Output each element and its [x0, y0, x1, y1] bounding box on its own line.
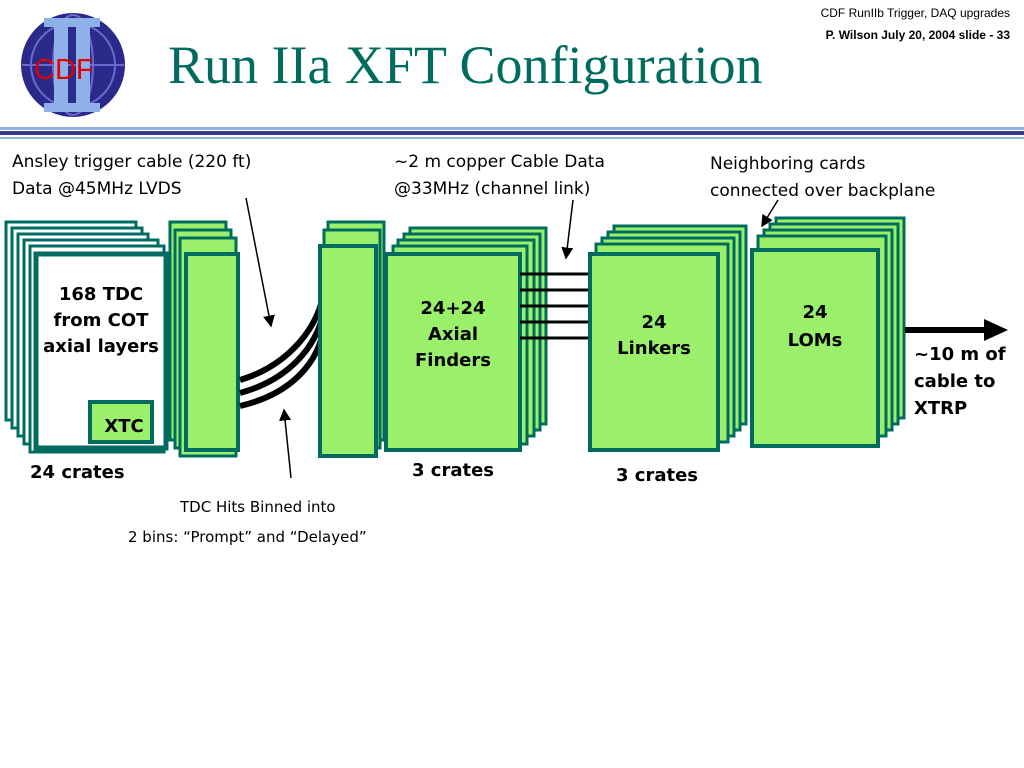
channel-link-cables	[520, 272, 592, 340]
finders-label-line2: Axial	[427, 324, 479, 345]
tdc-hits-pointer-arrow	[279, 408, 292, 479]
header-rule-dark	[0, 131, 1024, 135]
linkers-label-line2: Linkers	[617, 338, 691, 359]
logo-text: CDF	[34, 54, 94, 86]
cdf-roman-two-logo-icon	[21, 13, 125, 117]
tdc-label-line3: axial layers	[43, 336, 159, 357]
finders-crates-label: 3 crates	[412, 460, 495, 481]
tdc-hits-note-line1: TDC Hits Binned into	[180, 498, 336, 516]
header-course-title: CDF RunIIb Trigger, DAQ upgrades	[820, 6, 1010, 20]
tdc-crates-label: 24 crates	[30, 462, 125, 483]
header-rule-light	[0, 127, 1024, 130]
tdc-label-line2: from COT	[53, 310, 149, 331]
page-title: Run IIa XFT Configuration	[168, 35, 763, 95]
xtc-label: XTC	[104, 416, 144, 437]
cable-note-line3: XTRP	[914, 398, 968, 419]
neighbor-note-line1: Neighboring cards	[710, 154, 866, 174]
copper-pointer-arrow	[561, 199, 574, 260]
linkers-label-line1: 24	[641, 312, 667, 333]
finders-label-line1: 24+24	[420, 298, 486, 319]
ansley-note-line2: Data @45MHz LVDS	[12, 179, 182, 199]
finders-label-line3: Finders	[415, 350, 491, 371]
loms-label-line1: 24	[802, 302, 828, 323]
ansley-note-line1: Ansley trigger cable (220 ft)	[12, 152, 252, 172]
neighbor-pointer-arrow	[761, 199, 779, 228]
finder-narrow-card-stack	[318, 220, 386, 458]
xtc-box	[88, 400, 154, 444]
ansley-pointer-arrow	[245, 197, 275, 328]
cable-note-line2: cable to	[914, 371, 996, 392]
linkers-crates-label: 3 crates	[616, 465, 699, 486]
neighbor-note-line2: connected over backplane	[710, 181, 936, 201]
tdc-green-card-stack	[168, 220, 240, 458]
axial-finders-stack	[384, 226, 548, 452]
loms-stack	[750, 216, 906, 448]
header-rule-light-lower	[0, 137, 1024, 139]
ansley-cables	[239, 289, 327, 409]
xtrp-arrow-head-icon	[984, 319, 1008, 341]
cable-note-line1: ~10 m of	[914, 344, 1006, 365]
linkers-stack	[588, 224, 748, 452]
tdc-hits-note-line2: 2 bins: “Prompt” and “Delayed”	[128, 528, 367, 546]
copper-note-line2: @33MHz (channel link)	[394, 179, 591, 199]
header-author-date: P. Wilson July 20, 2004 slide - 33	[825, 28, 1010, 42]
tdc-label-line1: 168 TDC	[58, 284, 144, 305]
loms-label-line2: LOMs	[787, 330, 843, 351]
copper-note-line1: ~2 m copper Cable Data	[394, 152, 605, 172]
